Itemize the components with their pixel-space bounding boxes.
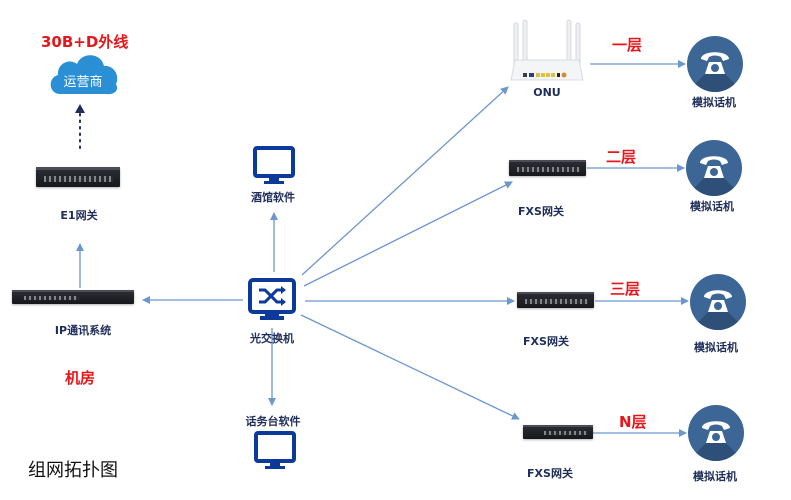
floor-3-fxs-gateway-device bbox=[517, 292, 594, 308]
floor-3-phone-label: 模拟话机 bbox=[694, 341, 738, 354]
floor-1-device-label: ONU bbox=[533, 86, 561, 99]
console-software-monitor-icon bbox=[254, 431, 296, 469]
link-e1-to-carrier-arrowhead bbox=[75, 104, 85, 113]
diagram-title: 组网拓扑图 bbox=[28, 460, 118, 481]
floor-3-label: 三层 bbox=[610, 280, 641, 298]
e1-gateway-device bbox=[36, 167, 120, 187]
hotel-software-label: 酒馆软件 bbox=[251, 191, 295, 204]
floor-n-phone-label: 模拟话机 bbox=[693, 470, 737, 483]
floor-n-label: N层 bbox=[619, 413, 647, 431]
floor-2-phone-label: 模拟话机 bbox=[690, 200, 734, 213]
carrier-label: 运营商 bbox=[63, 75, 103, 90]
trunk-label: 30B+D外线 bbox=[41, 33, 129, 51]
carrier-node: 运营商 bbox=[46, 48, 120, 98]
ip-system-label: IP通讯系统 bbox=[54, 324, 112, 337]
link-switch-to-fxs-n bbox=[300, 314, 520, 420]
ip-system-device bbox=[12, 290, 134, 304]
onu-router-icon bbox=[510, 19, 584, 81]
link-switch-to-onu bbox=[301, 86, 509, 276]
cloud-icon bbox=[50, 55, 118, 95]
floor-n-device-label: FXS网关 bbox=[527, 467, 573, 480]
console-software-label: 话务台软件 bbox=[245, 415, 301, 428]
optical-switch-label: 光交换机 bbox=[250, 332, 294, 345]
link-switch-to-fxs-2 bbox=[303, 181, 513, 287]
optical-switch-icon bbox=[248, 278, 296, 320]
floor-n-phone-icon bbox=[688, 405, 744, 461]
floor-n-fxs-gateway-device bbox=[523, 425, 593, 439]
floor-2-fxs-gateway-device bbox=[509, 160, 586, 176]
floor-2-device-label: FXS网关 bbox=[518, 205, 564, 218]
floor-3-device-label: FXS网关 bbox=[523, 335, 569, 348]
e1-gateway-label: E1网关 bbox=[60, 209, 98, 222]
floor-2-label: 二层 bbox=[606, 148, 637, 166]
floor-2-phone-icon bbox=[686, 140, 742, 196]
floor-1-phone-icon bbox=[687, 36, 743, 92]
floor-3-phone-icon bbox=[690, 274, 746, 330]
floor-1-label: 一层 bbox=[612, 36, 643, 54]
hotel-software-monitor-icon bbox=[253, 146, 295, 184]
floor-1-phone-label: 模拟话机 bbox=[692, 96, 736, 109]
room-label: 机房 bbox=[65, 369, 96, 387]
